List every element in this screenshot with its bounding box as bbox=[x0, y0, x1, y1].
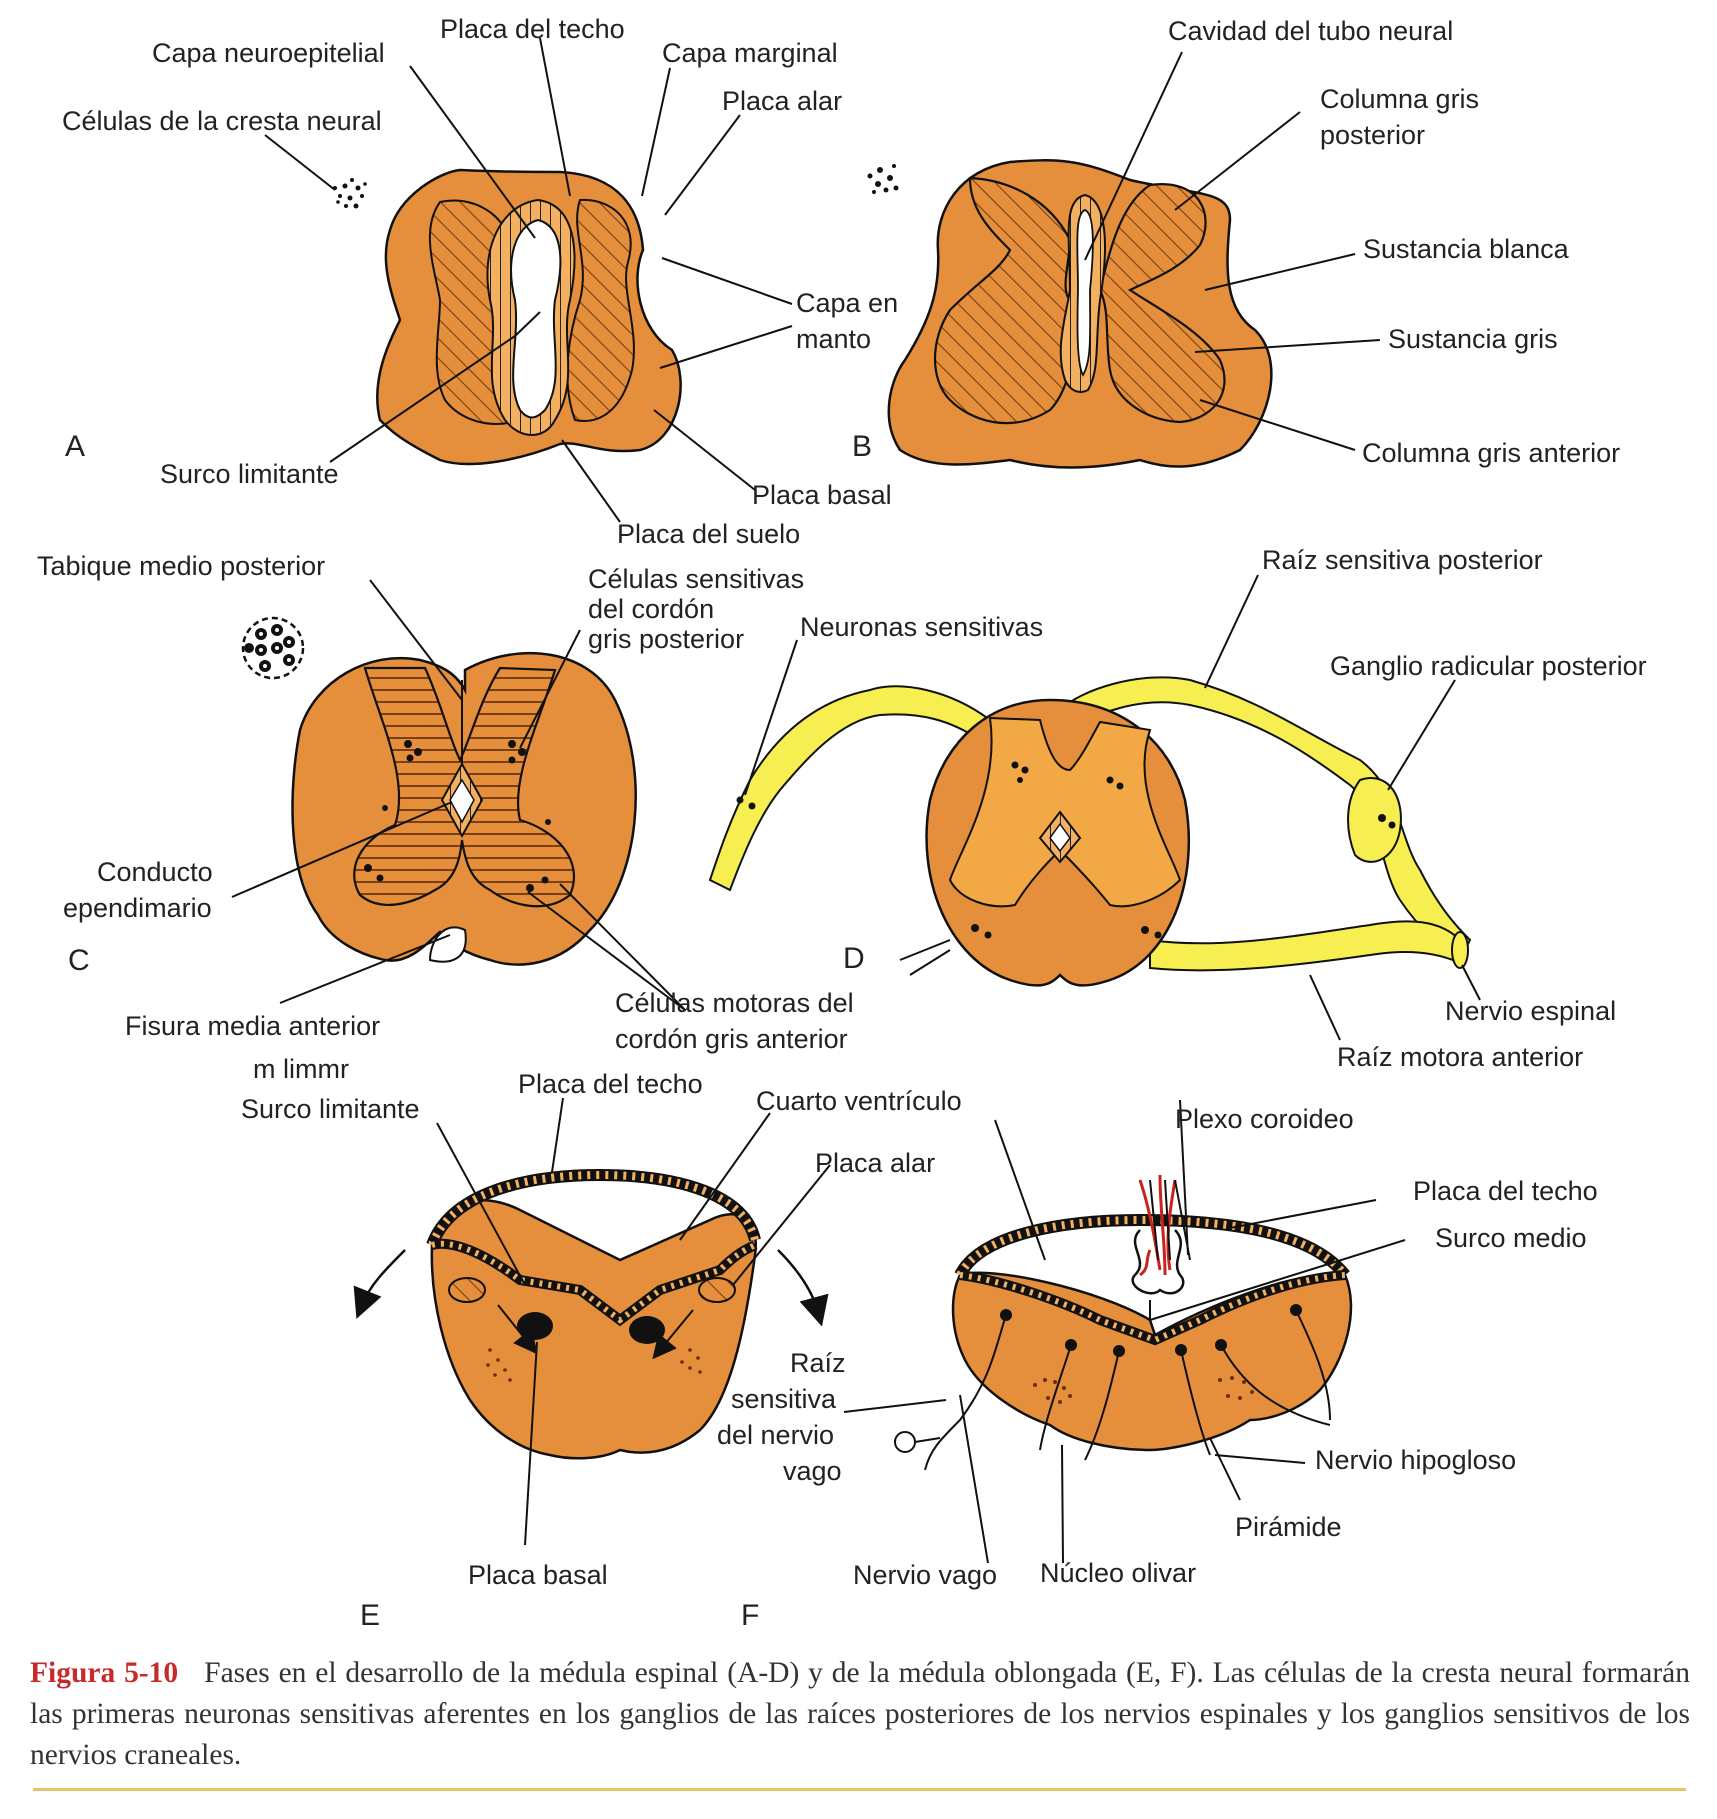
panel-e-rotation-left bbox=[353, 1249, 406, 1319]
panel-a-label-basal: Placa basal bbox=[752, 480, 892, 510]
panel-f-label-choroid: Plexo coroideo bbox=[1175, 1104, 1354, 1134]
panel-f-label-vagus-root-4: vago bbox=[783, 1456, 842, 1486]
panel-c-crest-cluster bbox=[241, 616, 305, 680]
caption-rule bbox=[33, 1788, 1686, 1791]
panel-d: Neuronas sensitivas Raíz sensitiva poste… bbox=[708, 545, 1647, 1072]
panel-e-alar-left bbox=[448, 1277, 486, 1303]
panel-a-lumen bbox=[510, 218, 562, 419]
panel-d-ganglion bbox=[1347, 777, 1402, 863]
neural-development-figure: Placa del techo Capa neuroepitelial Capa… bbox=[37, 14, 1647, 1632]
panel-c-fissure-notch bbox=[428, 926, 467, 963]
panel-a-letter: A bbox=[65, 430, 85, 463]
panel-a: Placa del techo Capa neuroepitelial Capa… bbox=[62, 14, 898, 549]
panel-a-label-sulcus: Surco limitante bbox=[160, 459, 339, 489]
panel-e: Placa del techo Surco limitante Cuarto v… bbox=[241, 1069, 962, 1632]
panel-c-canal-lumen bbox=[449, 778, 475, 824]
panel-f-body bbox=[951, 1271, 1353, 1452]
panel-f-label-median-sulcus: Surco medio bbox=[1435, 1223, 1587, 1253]
panel-c-label-motor-cells-1: Células motoras del bbox=[615, 988, 854, 1018]
panel-b-crest-cells bbox=[867, 164, 899, 194]
panel-f-label-hypoglossal: Nervio hipogloso bbox=[1315, 1445, 1516, 1475]
panel-e-roof-inner bbox=[428, 1170, 759, 1247]
panel-e-label-fourth-ventricle: Cuarto ventrículo bbox=[756, 1086, 962, 1116]
panel-f-label-roof: Placa del techo bbox=[1413, 1176, 1598, 1206]
panel-f: Plexo coroideo Placa del techo Surco med… bbox=[717, 1099, 1598, 1632]
panel-c-letter: C bbox=[68, 944, 90, 977]
panel-e-rotation-right bbox=[777, 1249, 829, 1327]
panel-a-label-alar: Placa alar bbox=[722, 86, 842, 116]
panel-b-label-cavity: Cavidad del tubo neural bbox=[1168, 16, 1453, 46]
panel-c: Tabique medio posterior Células sensitiv… bbox=[37, 551, 854, 1084]
panel-c-label-canal-1: Conducto bbox=[97, 857, 213, 887]
panel-c-label-septum: Tabique medio posterior bbox=[37, 551, 325, 581]
panel-a-label-roof: Placa del techo bbox=[440, 14, 625, 44]
panel-b-label-post-col-1: Columna gris bbox=[1320, 84, 1479, 114]
panel-c-label-motor-cells-2: cordón gris anterior bbox=[615, 1024, 848, 1054]
panel-d-ventral-root bbox=[1149, 920, 1462, 972]
panel-f-label-olive: Núcleo olivar bbox=[1040, 1558, 1196, 1588]
panel-f-label-vagus-root-2: sensitiva bbox=[731, 1384, 837, 1414]
panel-d-label-ganglion: Ganglio radicular posterior bbox=[1330, 651, 1647, 681]
panel-d-letter: D bbox=[843, 942, 865, 975]
panel-f-label-vagus: Nervio vago bbox=[853, 1560, 997, 1590]
panel-a-label-crest: Células de la cresta neural bbox=[62, 106, 382, 136]
panel-e-floor-inner bbox=[431, 1240, 757, 1324]
panel-d-cells bbox=[736, 761, 1396, 939]
panel-d-canal-lumen bbox=[1049, 822, 1071, 853]
panel-c-label-fissure: Fisura media anterior bbox=[125, 1011, 380, 1041]
panel-e-label-roof: Placa del techo bbox=[518, 1069, 703, 1099]
panel-b-label-grey: Sustancia gris bbox=[1388, 324, 1558, 354]
panel-a-label-neuroepithelial: Capa neuroepitelial bbox=[152, 38, 385, 68]
panel-a-crest-cells bbox=[333, 178, 367, 209]
panel-e-label-alar: Placa alar bbox=[815, 1148, 935, 1178]
panel-e-label-basal: Placa basal bbox=[468, 1560, 608, 1590]
panel-e-migration-right bbox=[652, 1309, 694, 1360]
panel-a-label-marginal: Capa marginal bbox=[662, 38, 838, 68]
panel-b-letter: B bbox=[852, 430, 872, 463]
panel-b-label-ant-col: Columna gris anterior bbox=[1362, 438, 1620, 468]
panel-f-olive bbox=[1033, 1376, 1254, 1404]
figure-number: Figura 5-10 bbox=[30, 1657, 179, 1689]
panel-d-sensory-axon-left bbox=[708, 685, 992, 892]
panel-f-label-pyramid: Pirámide bbox=[1235, 1512, 1342, 1542]
panel-f-label-vagus-root-1: Raíz bbox=[790, 1348, 846, 1378]
panel-a-mantle-right bbox=[566, 198, 635, 422]
panel-c-label-canal-2: ependimario bbox=[63, 893, 212, 923]
panel-a-label-floor: Placa del suelo bbox=[617, 519, 800, 549]
panel-c-label-sens-cells-3: gris posterior bbox=[588, 624, 744, 654]
panel-d-label-post-root: Raíz sensitiva posterior bbox=[1262, 545, 1543, 575]
panel-e-migration-left bbox=[497, 1304, 538, 1355]
panel-c-label-sens-cells-1: Células sensitivas bbox=[588, 564, 804, 594]
panel-d-label-spinal-nerve: Nervio espinal bbox=[1445, 996, 1616, 1026]
panel-f-floor-inner bbox=[959, 1272, 1346, 1344]
panel-d-nerve-bundle bbox=[1451, 931, 1469, 969]
panel-c-label-stray: m limmr bbox=[253, 1054, 349, 1084]
panel-b-label-post-col-2: posterior bbox=[1320, 120, 1425, 150]
caption-text: Fases en el desarrollo de la médula espi… bbox=[30, 1657, 1690, 1771]
panel-d-label-sens-neurons: Neuronas sensitivas bbox=[800, 612, 1043, 642]
panel-d-label-ant-root: Raíz motora anterior bbox=[1337, 1042, 1583, 1072]
panel-b-label-white: Sustancia blanca bbox=[1363, 234, 1570, 264]
panel-a-label-mantle-1: Capa en bbox=[796, 288, 898, 318]
panel-c-cells bbox=[364, 740, 551, 892]
panel-f-label-vagus-root-3: del nervio bbox=[717, 1420, 834, 1450]
panel-a-label-mantle-2: manto bbox=[796, 324, 871, 354]
panel-f-letter: F bbox=[741, 1599, 759, 1632]
panel-e-label-sulcus: Surco limitante bbox=[241, 1094, 420, 1124]
panel-e-stipple bbox=[486, 1348, 702, 1382]
panel-e-basal-right bbox=[629, 1316, 665, 1344]
panel-b: Cavidad del tubo neural Columna gris pos… bbox=[852, 16, 1620, 469]
panel-e-alar-right bbox=[698, 1277, 736, 1303]
panel-f-vessels bbox=[1138, 1174, 1177, 1277]
panel-d-grey bbox=[948, 716, 1182, 908]
panel-e-body bbox=[430, 1198, 758, 1460]
panel-f-roof bbox=[954, 1213, 1350, 1279]
panel-c-label-sens-cells-2: del cordón bbox=[588, 594, 714, 624]
panel-e-letter: E bbox=[360, 1599, 380, 1632]
